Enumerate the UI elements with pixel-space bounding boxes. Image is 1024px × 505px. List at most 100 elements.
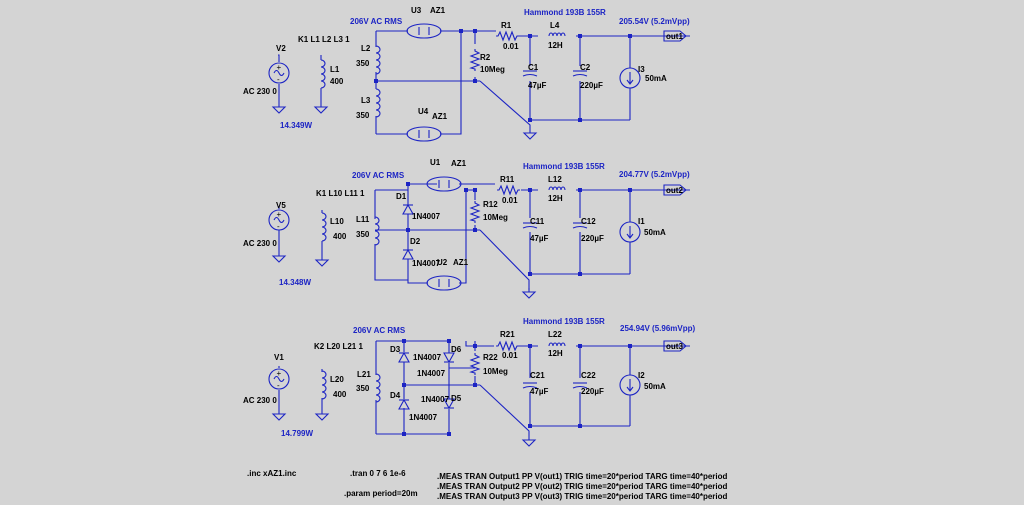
secondary-voltage: 206V AC RMS bbox=[353, 326, 406, 335]
ground-icon bbox=[314, 102, 328, 114]
meas-directive-2[interactable]: .MEAS TRAN Output2 PP V(out2) TRIG time=… bbox=[437, 482, 728, 491]
diode-icon[interactable] bbox=[402, 249, 414, 260]
primary-name: L1 bbox=[330, 65, 340, 74]
primary-name: L10 bbox=[330, 217, 344, 226]
secondary-value: 350 bbox=[356, 59, 370, 68]
include-directive[interactable]: .inc xAZ1.inc bbox=[247, 469, 297, 478]
ac-source-icon[interactable] bbox=[268, 209, 290, 232]
meas-directive-1[interactable]: .MEAS TRAN Output1 PP V(out1) TRIG time=… bbox=[437, 472, 728, 481]
diode-icon[interactable] bbox=[398, 399, 410, 410]
secondary-value: 350 bbox=[356, 111, 370, 120]
junctions bbox=[406, 182, 632, 276]
resistor-icon[interactable] bbox=[495, 341, 520, 351]
bleeder-name: R22 bbox=[483, 353, 498, 362]
choke-value: 12H bbox=[548, 349, 563, 358]
net-label: out1 bbox=[666, 32, 683, 41]
diode-name: D1 bbox=[396, 192, 407, 201]
source-name: V5 bbox=[276, 201, 286, 210]
output-reading: 254.94V (5.96mVpp) bbox=[620, 324, 695, 333]
meas-directive-3[interactable]: .MEAS TRAN Output3 PP V(out3) TRIG time=… bbox=[437, 492, 728, 501]
ground-icon bbox=[315, 255, 329, 267]
source-value: AC 230 0 bbox=[243, 87, 277, 96]
output-reading: 205.54V (5.2mVpp) bbox=[619, 17, 690, 26]
diode-name: D4 bbox=[390, 391, 401, 400]
param-directive[interactable]: .param period=20m bbox=[344, 489, 418, 498]
inductor-icon[interactable] bbox=[320, 59, 326, 89]
inductor-icon[interactable] bbox=[375, 88, 381, 118]
choke-icon[interactable] bbox=[548, 186, 566, 191]
diode-name: D6 bbox=[451, 345, 462, 354]
load-name: I3 bbox=[638, 65, 645, 74]
net-flag-icon bbox=[663, 340, 687, 352]
coupling-directive: K1 L10 L11 1 bbox=[316, 189, 365, 198]
diode-name: D3 bbox=[390, 345, 401, 354]
cap-name: C12 bbox=[581, 217, 596, 226]
cap-name: C2 bbox=[580, 63, 591, 72]
bleeder-name: R2 bbox=[480, 53, 491, 62]
load-value: 50mA bbox=[644, 382, 666, 391]
rectifier-tube-icon[interactable] bbox=[406, 126, 442, 142]
ac-source-icon[interactable] bbox=[268, 62, 290, 85]
circuit-1: 206V AC RMS K1 L1 L2 L3 1 V2 AC 230 0 L1… bbox=[243, 6, 690, 142]
secondary-voltage: 206V AC RMS bbox=[352, 171, 405, 180]
power-reading: 14.348W bbox=[279, 278, 311, 287]
diode-model: 1N4007 bbox=[417, 369, 446, 378]
resistor-icon[interactable] bbox=[470, 352, 480, 376]
ground-icon bbox=[272, 102, 286, 114]
cap-value: 47µF bbox=[528, 81, 547, 90]
tube-name: U2 bbox=[437, 258, 448, 267]
ground-icon bbox=[522, 287, 536, 299]
power-reading: 14.799W bbox=[281, 429, 313, 438]
bleeder-value: 10Meg bbox=[480, 65, 505, 74]
diode-icon[interactable] bbox=[443, 352, 455, 363]
inductor-icon[interactable] bbox=[375, 373, 381, 403]
choke-name: L22 bbox=[548, 330, 562, 339]
diode-icon[interactable] bbox=[398, 352, 410, 363]
secondary-name: L11 bbox=[356, 215, 370, 224]
source-value: AC 230 0 bbox=[243, 396, 277, 405]
load-name: I1 bbox=[638, 217, 645, 226]
cap-name: C21 bbox=[530, 371, 545, 380]
inductor-icon[interactable] bbox=[375, 45, 381, 75]
current-source-icon[interactable] bbox=[619, 374, 641, 396]
choke-value: 12H bbox=[548, 194, 563, 203]
inductor-icon[interactable] bbox=[374, 216, 380, 246]
diode-model: 1N4007 bbox=[412, 259, 441, 268]
rectifier-tube-icon[interactable] bbox=[426, 275, 462, 291]
junctions bbox=[374, 29, 632, 122]
tube-model: AZ1 bbox=[453, 258, 469, 267]
cap-name: C1 bbox=[528, 63, 539, 72]
tube-name: U3 bbox=[411, 6, 422, 15]
resistor-icon[interactable] bbox=[470, 48, 480, 72]
choke-name: L12 bbox=[548, 175, 562, 184]
ground-icon bbox=[522, 435, 536, 447]
net-label: out2 bbox=[666, 186, 683, 195]
resistor-icon[interactable] bbox=[470, 200, 480, 224]
current-source-icon[interactable] bbox=[619, 221, 641, 243]
ac-source-icon[interactable] bbox=[268, 368, 290, 391]
cap-value: 220µF bbox=[581, 234, 604, 243]
ground-icon bbox=[272, 409, 286, 421]
resistor-icon[interactable] bbox=[496, 185, 521, 195]
spice-directives: .inc xAZ1.inc .tran 0 7 6 1e-6 .param pe… bbox=[247, 469, 728, 501]
inductor-icon[interactable] bbox=[321, 212, 327, 242]
resistor-icon[interactable] bbox=[495, 31, 520, 41]
coupling-directive: K2 L20 L21 1 bbox=[314, 342, 363, 351]
tran-directive[interactable]: .tran 0 7 6 1e-6 bbox=[350, 469, 406, 478]
load-value: 50mA bbox=[645, 74, 667, 83]
cap-value: 220µF bbox=[581, 387, 604, 396]
ground-icon bbox=[523, 128, 537, 140]
bleeder-name: R12 bbox=[483, 200, 498, 209]
choke-icon[interactable] bbox=[548, 32, 566, 37]
inductor-icon[interactable] bbox=[321, 370, 327, 400]
diode-model: 1N4007 bbox=[421, 395, 450, 404]
net-label: out3 bbox=[666, 342, 683, 351]
choke-icon[interactable] bbox=[548, 342, 566, 347]
rectifier-tube-icon[interactable] bbox=[406, 23, 442, 39]
secondary-value: 350 bbox=[356, 384, 370, 393]
secondary-name: L2 bbox=[361, 44, 371, 53]
circuit-3: 206V AC RMS K2 L20 L21 1 V1 AC 230 0 L20… bbox=[243, 317, 695, 447]
current-source-icon[interactable] bbox=[619, 67, 641, 89]
power-reading: 14.349W bbox=[280, 121, 312, 130]
